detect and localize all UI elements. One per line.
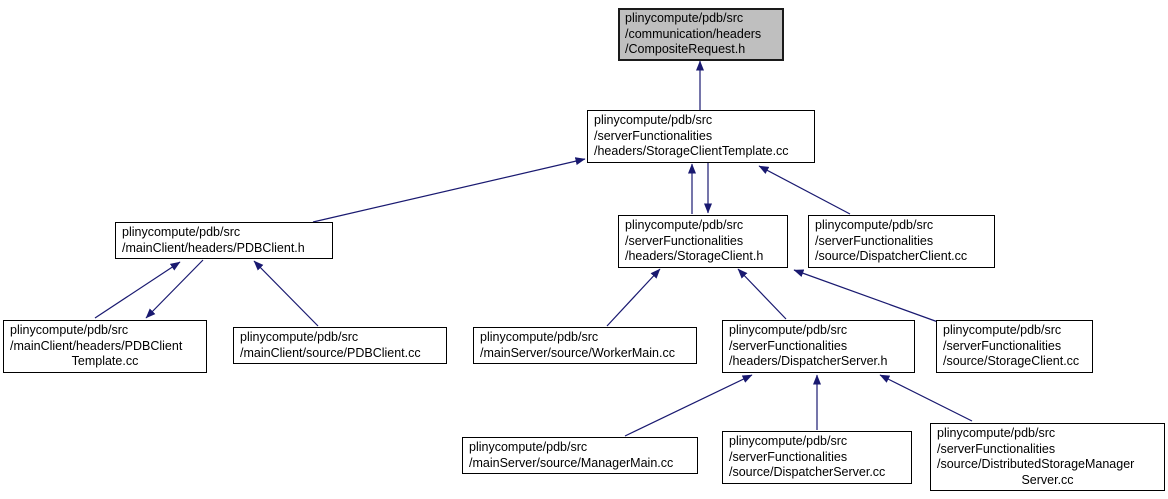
edge-pdbclienth-to-storageclienttemplate <box>312 157 586 223</box>
edge-dispatcherclient-to-storageclienttemplate <box>758 165 851 215</box>
node-pdb-client-cc[interactable]: plinycompute/pdb/src /mainClient/source/… <box>233 327 447 364</box>
edge-distributedstoragemanagerservercc-to-dispatcherserverh <box>879 374 973 422</box>
node-distributed-storage-manager-server-cc[interactable]: plinycompute/pdb/src /serverFunctionalit… <box>930 423 1165 491</box>
node-worker-main-cc[interactable]: plinycompute/pdb/src /mainServer/source/… <box>473 327 697 364</box>
node-pdb-client-h[interactable]: plinycompute/pdb/src /mainClient/headers… <box>115 222 333 259</box>
node-label-wrapped: Template.cc <box>71 354 139 368</box>
node-dispatcher-client-cc[interactable]: plinycompute/pdb/src /serverFunctionalit… <box>808 215 995 268</box>
node-storage-client-cc[interactable]: plinycompute/pdb/src /serverFunctionalit… <box>936 320 1093 373</box>
edge-workermain-to-storageclienth <box>606 268 661 327</box>
node-label-wrapped: Server.cc <box>1021 472 1074 487</box>
edge-dispatcherserverh-to-storageclienth <box>737 268 787 320</box>
node-storage-client-h[interactable]: plinycompute/pdb/src /serverFunctionalit… <box>618 215 788 268</box>
node-label: plinycompute/pdb/src /mainClient/headers… <box>10 323 183 353</box>
node-storage-client-template-cc[interactable]: plinycompute/pdb/src /serverFunctionalit… <box>587 110 815 163</box>
edge-pdbclientcc-to-pdbclienth <box>253 260 319 327</box>
edge-pdbclienttemplate-to-pdbclienth <box>94 261 181 319</box>
edge-storageclientcc-to-storageclienth <box>793 269 939 323</box>
node-dispatcher-server-cc[interactable]: plinycompute/pdb/src /serverFunctionalit… <box>722 431 912 484</box>
node-manager-main-cc[interactable]: plinycompute/pdb/src /mainServer/source/… <box>462 437 698 474</box>
node-dispatcher-server-h[interactable]: plinycompute/pdb/src /serverFunctionalit… <box>722 320 915 373</box>
node-pdb-client-template-cc[interactable]: plinycompute/pdb/src /mainClient/headers… <box>3 320 207 373</box>
edge-managermain-to-dispatcherserverh <box>624 374 753 437</box>
node-composite-request-h[interactable]: plinycompute/pdb/src /communication/head… <box>618 8 784 61</box>
node-label: plinycompute/pdb/src /serverFunctionalit… <box>937 426 1135 471</box>
edge-pdbclienth-to-pdbclienttemplate <box>145 259 204 319</box>
